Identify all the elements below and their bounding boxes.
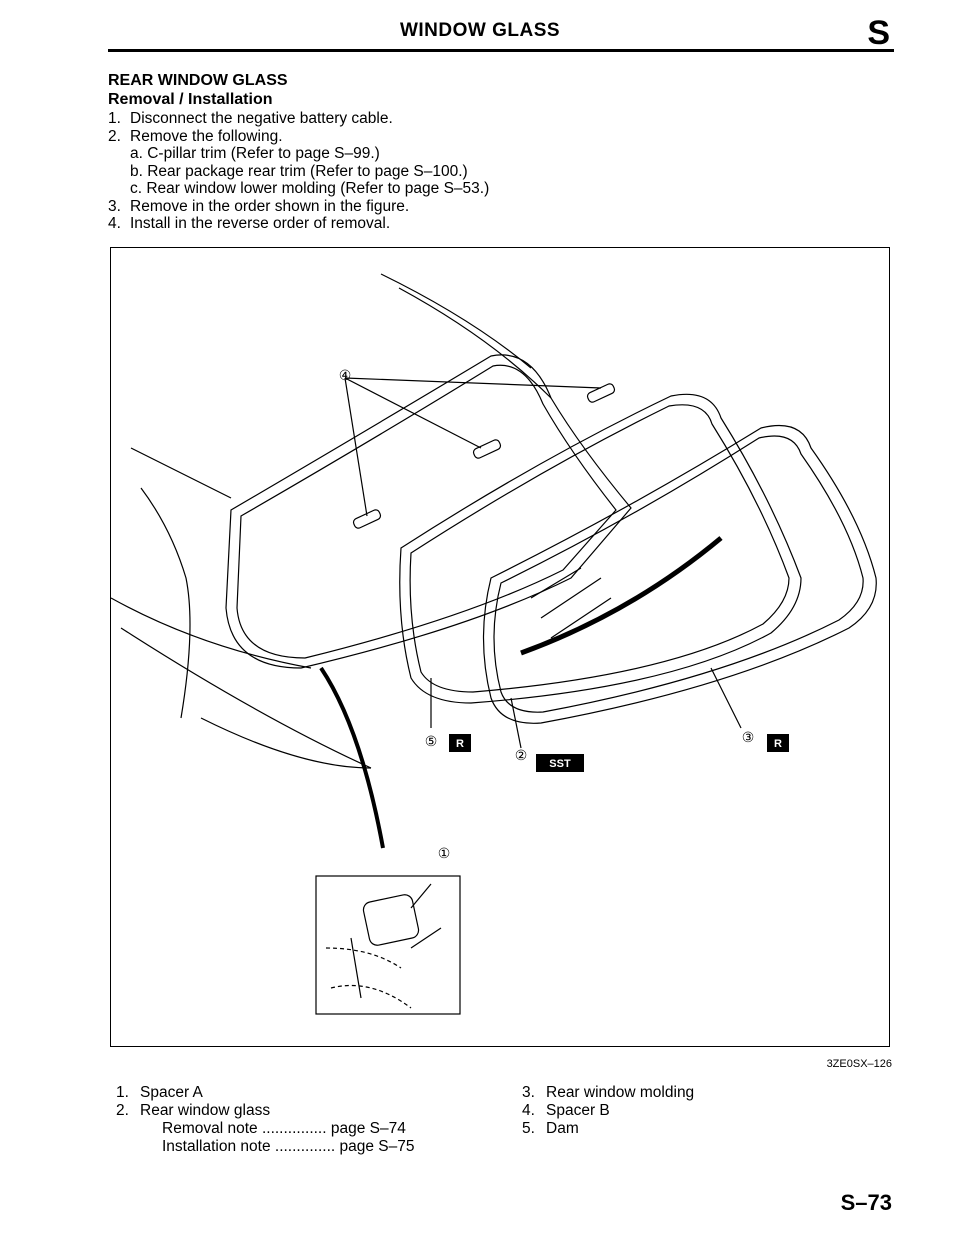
rear-window-glass-inner — [409, 404, 790, 693]
step-2c: c. Rear window lower molding (Refer to p… — [108, 180, 489, 198]
step-text: Remove the following. — [130, 127, 283, 145]
step-number: 3. — [108, 197, 121, 215]
roof-line — [398, 287, 552, 399]
rear-window-molding-inner — [493, 435, 864, 713]
legend-text: Dam — [546, 1120, 579, 1137]
page-number: S–73 — [840, 1190, 892, 1215]
leader-3 — [710, 667, 742, 729]
installation-note: Installation note .............. page S–… — [116, 1138, 415, 1156]
legend-text: Spacer B — [546, 1102, 610, 1119]
step-text: Disconnect the negative battery cable. — [130, 110, 393, 127]
legend-item: 5. Dam — [522, 1120, 694, 1138]
legend-number: 3. — [522, 1084, 535, 1101]
step-number: 1. — [108, 110, 121, 127]
note-dots: ............... — [261, 1120, 327, 1137]
step-3: 3. Remove in the order shown in the figur… — [108, 198, 489, 216]
pillar-line — [140, 487, 191, 719]
legend-item: 4. Spacer B — [522, 1102, 694, 1120]
legend-number: 4. — [522, 1102, 535, 1119]
section-heading: REAR WINDOW GLASS — [108, 72, 288, 89]
leader-4 — [344, 377, 602, 389]
note-page-ref: page S–74 — [330, 1120, 406, 1137]
step-text: c. Rear window lower molding (Refer to p… — [130, 180, 490, 197]
rear-window-glass — [399, 393, 802, 704]
leader-1 — [410, 883, 432, 909]
spacer-b-3 — [586, 383, 616, 403]
legend-number: 5. — [522, 1120, 535, 1137]
legend-item: 1. Spacer A — [116, 1084, 415, 1102]
legend-number: 2. — [116, 1102, 129, 1119]
detail-dash — [325, 947, 412, 1009]
page-header-title: WINDOW GLASS — [399, 20, 561, 41]
step-text: Remove in the order shown in the figure. — [130, 197, 410, 215]
legend-text: Rear window glass — [140, 1102, 271, 1119]
legend-item: 2. Rear window glass — [116, 1102, 415, 1120]
spacer-b-1 — [352, 509, 382, 529]
legend-item: 3. Rear window molding — [522, 1084, 694, 1102]
window-opening-inner — [236, 364, 617, 659]
leader-2 — [510, 697, 522, 749]
callout-3: ③ — [742, 729, 755, 745]
legend-left: 1. Spacer A 2. Rear window glass Removal n… — [116, 1084, 415, 1156]
spacer-a-lead — [319, 666, 385, 849]
spacer-b-2 — [472, 439, 502, 459]
callout-4: ④ — [339, 367, 352, 383]
body-line — [200, 717, 372, 769]
step-2b: b. Rear package rear trim (Refer to page… — [108, 163, 489, 181]
note-page-ref: page S–75 — [339, 1138, 415, 1155]
step-1: 1. Disconnect the negative battery cable. — [108, 110, 489, 128]
body-line — [111, 597, 312, 669]
removal-note: Removal note ............... page S–74 — [116, 1120, 415, 1138]
step-text: b. Rear package rear trim (Refer to page… — [130, 162, 468, 180]
window-opening — [225, 354, 632, 669]
legend-number: 1. — [116, 1084, 129, 1101]
step-number: 2. — [108, 127, 121, 145]
callout-2: ② — [515, 747, 528, 763]
glass-hatch — [530, 567, 612, 639]
spacer-a-detail — [362, 894, 420, 946]
step-text: Install in the reverse order of removal. — [130, 215, 391, 232]
detail-line — [350, 927, 442, 999]
body-line — [120, 627, 372, 769]
rear-window-figure: ④ ⑤ ② ③ ① R SST R — [110, 247, 890, 1047]
step-2a: a. C-pillar trim (Refer to page S–99.) — [108, 145, 489, 163]
callout-5: ⑤ — [425, 733, 438, 749]
roof-line — [380, 273, 532, 369]
sst-badge-text: SST — [549, 758, 571, 770]
r-badge-3-text: R — [774, 738, 782, 750]
r-badge-5-text: R — [456, 738, 464, 750]
rear-window-molding — [482, 424, 877, 724]
legend-right: 3. Rear window molding 4. Spacer B 5. Dam — [522, 1084, 694, 1138]
procedure-steps: 1. Disconnect the negative battery cable.… — [108, 110, 489, 233]
exploded-view-illustration: ④ ⑤ ② ③ ① R SST R — [111, 273, 877, 1015]
note-dots: .............. — [274, 1138, 336, 1155]
r-badge-3 — [767, 734, 789, 752]
legend-text: Rear window molding — [546, 1084, 695, 1101]
r-badge-5 — [449, 734, 471, 752]
detail-inset — [315, 875, 461, 1015]
figure-code: 3ZE0SX–126 — [826, 1058, 892, 1070]
step-2: 2. Remove the following. — [108, 128, 489, 146]
body-line — [130, 447, 232, 499]
legend-text: Spacer A — [140, 1084, 203, 1101]
leader-4 — [344, 377, 368, 517]
leader-4 — [344, 377, 482, 449]
callout-1: ① — [438, 845, 451, 861]
step-number: 4. — [108, 215, 121, 232]
section-letter: S — [867, 14, 890, 52]
step-text: a. C-pillar trim (Refer to page S–99.) — [130, 145, 380, 162]
step-4: 4. Install in the reverse order of remova… — [108, 215, 489, 233]
dam-strip — [520, 536, 723, 656]
sub-heading: Removal / Installation — [108, 91, 273, 108]
sst-badge — [536, 754, 584, 772]
header-rule — [108, 49, 894, 52]
note-label: Removal note — [162, 1120, 258, 1137]
note-label: Installation note — [162, 1138, 271, 1155]
